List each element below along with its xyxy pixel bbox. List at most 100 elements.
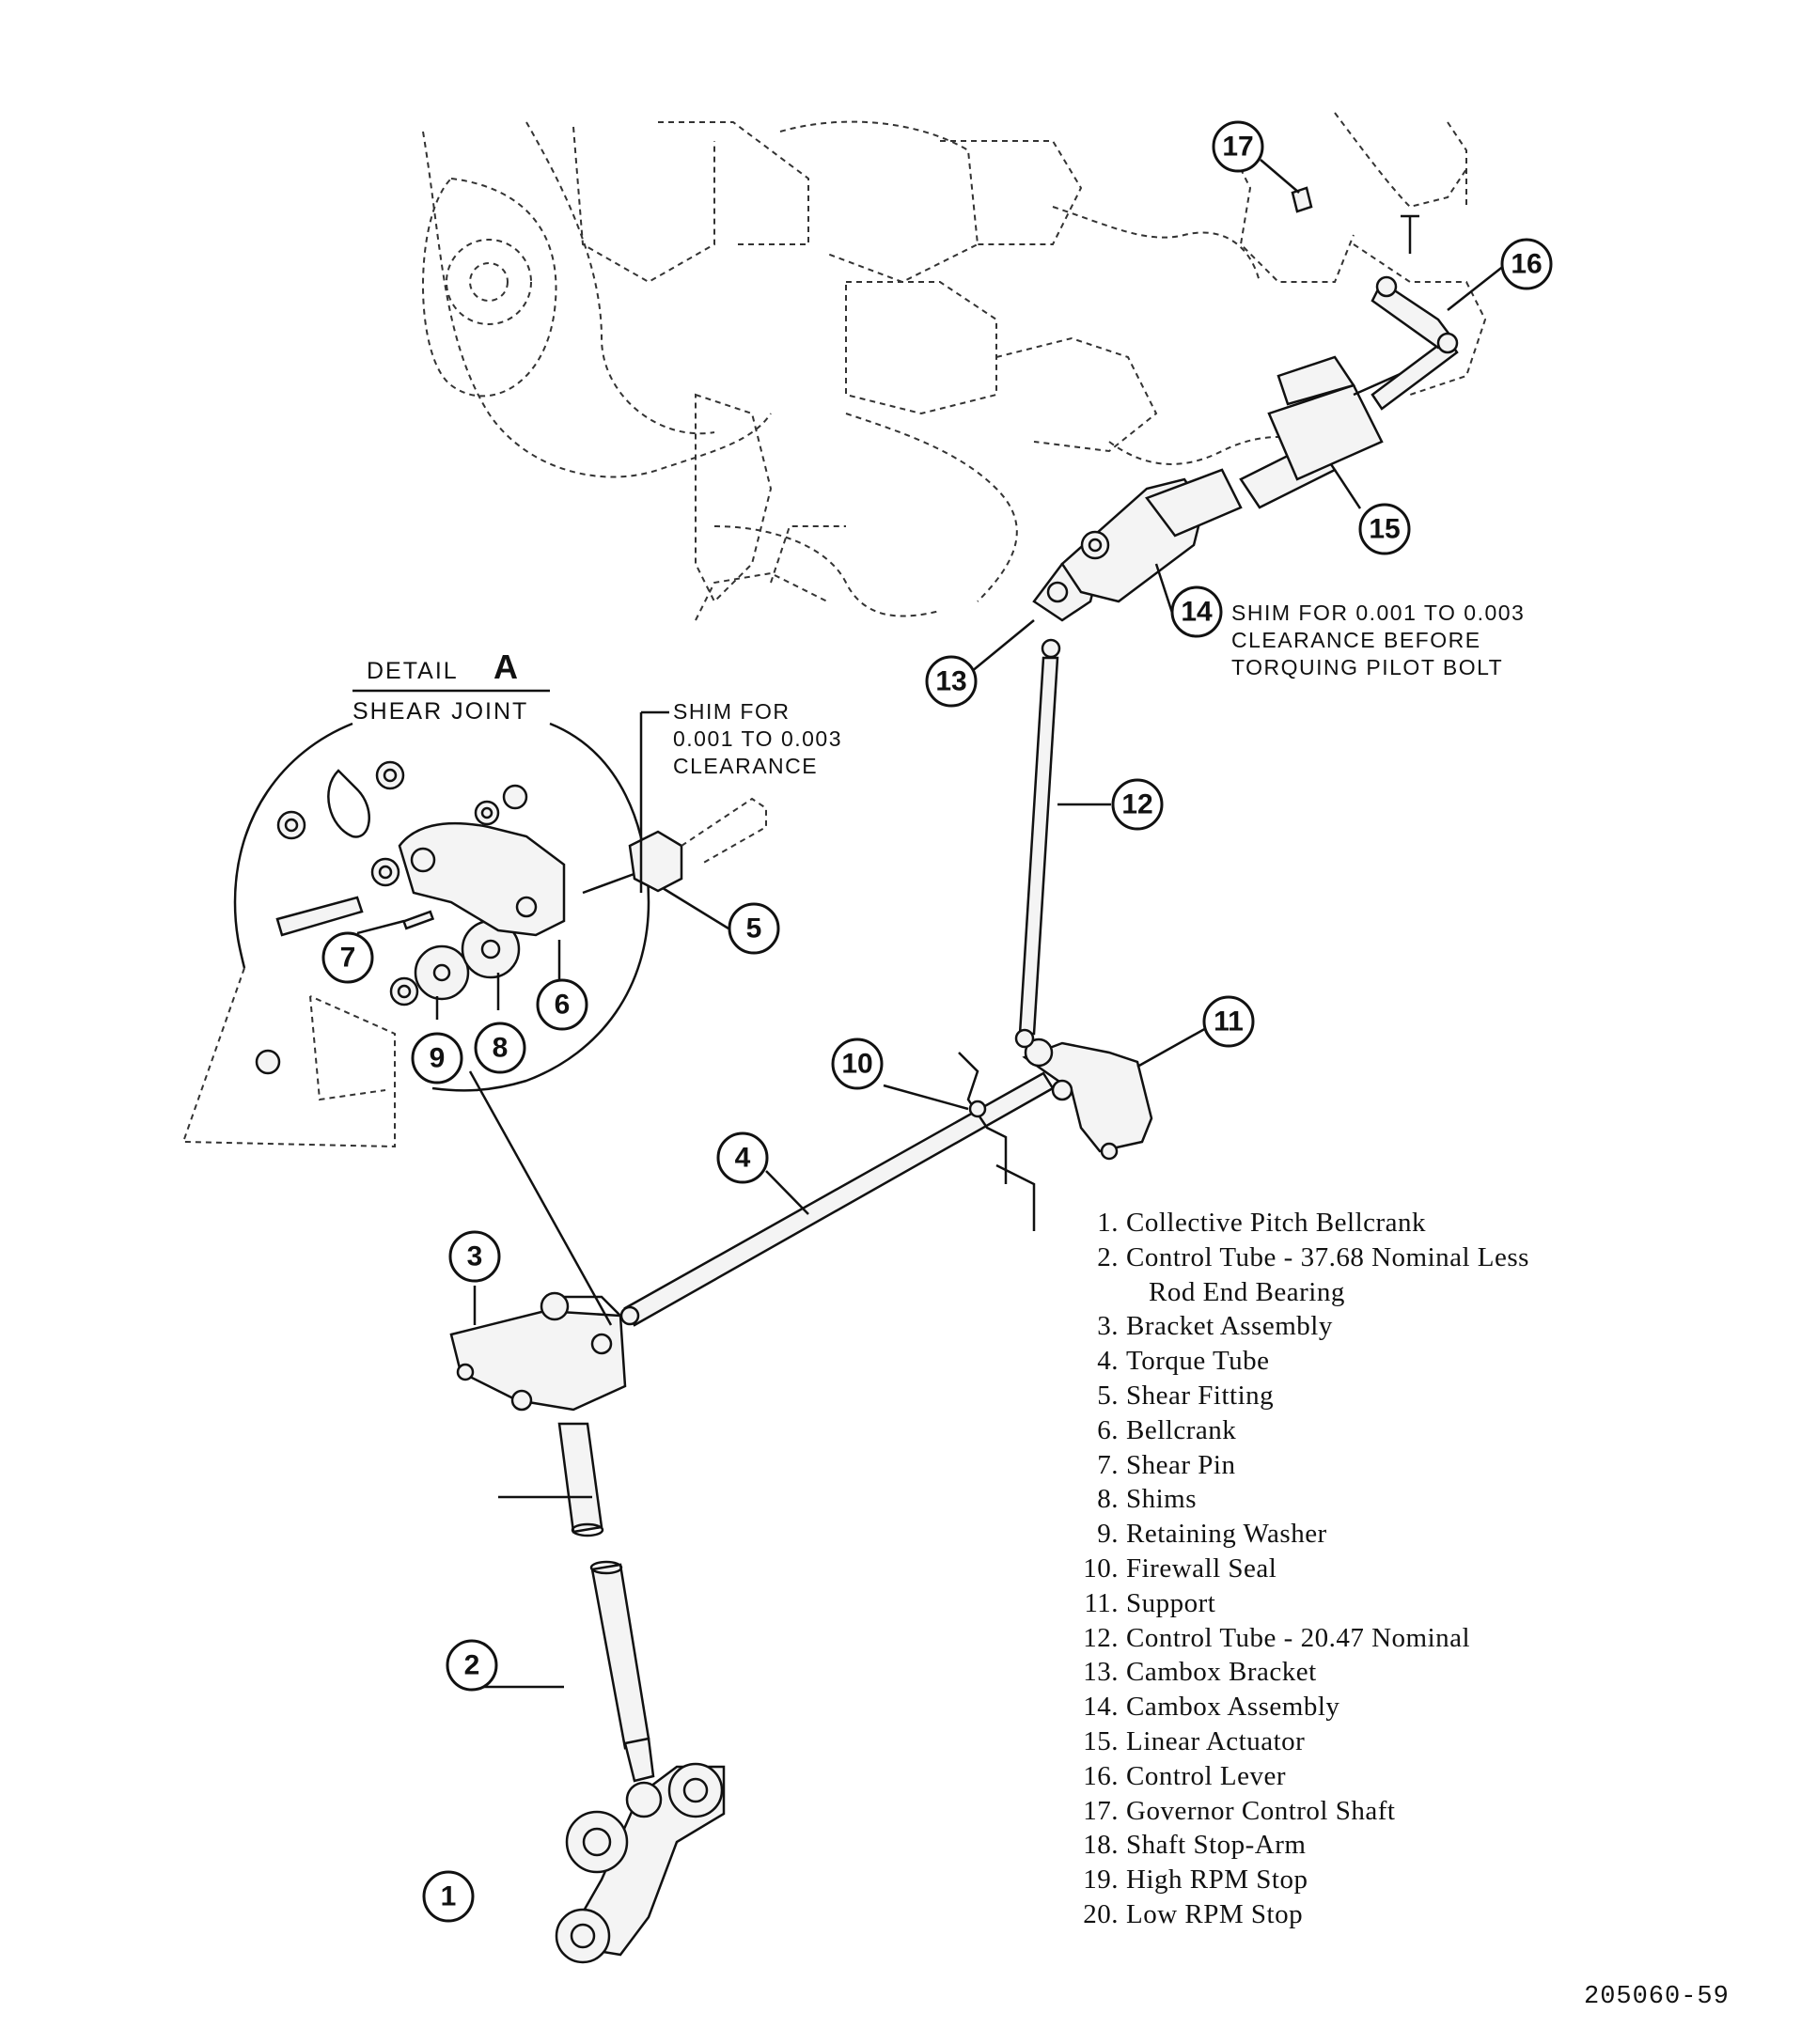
legend-item: 7Shear Pin	[1081, 1448, 1529, 1483]
legend-item-number: 17	[1081, 1794, 1119, 1829]
legend-item-text: Torque Tube	[1126, 1346, 1270, 1377]
legend-item: 19High RPM Stop	[1081, 1863, 1529, 1897]
legend-item-number: 1	[1081, 1206, 1119, 1240]
callout-11: 11	[1202, 995, 1255, 1048]
legend-item-number: 8	[1081, 1482, 1119, 1517]
bracket-assembly	[449, 1291, 627, 1412]
collective-pitch-bellcrank	[555, 1762, 726, 1964]
shim-note-cambox: SHIM FOR 0.001 TO 0.003 CLEARANCE BEFORE…	[1231, 601, 1525, 679]
legend-item-number: 19	[1081, 1863, 1119, 1897]
legend-item-text: Shear Fitting	[1126, 1380, 1275, 1411]
engine-phantom-outline	[422, 112, 1487, 621]
svg-text:4: 4	[735, 1143, 751, 1174]
legend-item-number: 4	[1081, 1344, 1119, 1379]
legend-item: 8Shims	[1081, 1482, 1529, 1517]
legend-item: 16Control Lever	[1081, 1759, 1529, 1794]
callout-2: 2	[446, 1639, 498, 1692]
detail-a: DETAIL A SHEAR JOINT	[181, 648, 767, 1148]
legend-item: 10Firewall Seal	[1081, 1552, 1529, 1586]
legend-item: 3Bracket Assembly	[1081, 1309, 1529, 1344]
callout-8: 8	[474, 1022, 526, 1074]
legend-item: 13Cambox Bracket	[1081, 1655, 1529, 1690]
legend-item-number: 2	[1081, 1240, 1119, 1275]
svg-text:15: 15	[1369, 514, 1400, 545]
callout-6: 6	[536, 978, 588, 1031]
legend-item-number: 20	[1081, 1897, 1119, 1932]
legend-item-number: 5	[1081, 1379, 1119, 1413]
legend-item-text: Firewall Seal	[1126, 1553, 1277, 1584]
svg-text:11: 11	[1214, 1006, 1244, 1038]
legend-item-number: 14	[1081, 1690, 1119, 1724]
svg-text:SHIM FOR 0.001 TO 0.003: SHIM FOR 0.001 TO 0.003	[1231, 601, 1525, 625]
svg-text:2: 2	[464, 1650, 480, 1681]
svg-text:1: 1	[441, 1881, 457, 1912]
legend-item-number: 18	[1081, 1828, 1119, 1863]
legend-item-text: High RPM Stop	[1126, 1865, 1308, 1896]
legend-item: 4Torque Tube	[1081, 1344, 1529, 1379]
legend-item-text: Bracket Assembly	[1126, 1311, 1333, 1342]
shim-note-detail: SHIM FOR 0.001 TO 0.003 CLEARANCE	[673, 699, 842, 778]
legend-item-text: Support	[1126, 1587, 1216, 1618]
legend-item-number: 3	[1081, 1309, 1119, 1344]
svg-text:CLEARANCE BEFORE: CLEARANCE BEFORE	[1231, 628, 1481, 652]
legend-item: 17Governor Control Shaft	[1081, 1794, 1529, 1829]
callout-9: 9	[411, 1032, 463, 1084]
legend-item-text: Low RPM Stop	[1126, 1898, 1304, 1929]
legend-item: 12Control Tube - 20.47 Nominal	[1081, 1621, 1529, 1656]
legend-item: 5Shear Fitting	[1081, 1379, 1529, 1413]
control-tube-upper	[1014, 638, 1061, 1049]
legend-item-number: 13	[1081, 1655, 1119, 1690]
legend-item-text: Control Tube - 20.47 Nominal	[1126, 1622, 1471, 1653]
control-tube-lower	[557, 1422, 655, 1783]
svg-text:9: 9	[430, 1043, 446, 1074]
detail-title: DETAIL	[367, 658, 459, 684]
control-lever	[1371, 214, 1459, 411]
legend-item: 11Support	[1081, 1586, 1529, 1621]
svg-text:0.001 TO 0.003: 0.001 TO 0.003	[673, 726, 842, 751]
legend-item: 6Bellcrank	[1081, 1413, 1529, 1448]
svg-text:SHIM FOR: SHIM FOR	[673, 699, 790, 724]
legend-item: 20Low RPM Stop	[1081, 1897, 1529, 1932]
legend-item-text: Retaining Washer	[1126, 1519, 1327, 1550]
svg-text:3: 3	[467, 1241, 483, 1272]
svg-text:7: 7	[340, 943, 356, 974]
svg-text:16: 16	[1511, 249, 1542, 280]
legend-item-text: Control Tube - 37.68 Nominal Less	[1126, 1241, 1529, 1272]
callout-13: 13	[925, 655, 978, 708]
legend-item-text: Governor Control Shaft	[1126, 1795, 1396, 1826]
support	[1022, 1038, 1153, 1161]
legend-item-number: 16	[1081, 1759, 1119, 1794]
cambox-assembly	[1060, 468, 1243, 603]
legend-item-text: Cambox Bracket	[1126, 1657, 1317, 1688]
legend-item-text: Collective Pitch Bellcrank	[1126, 1208, 1427, 1238]
parts-legend: 1Collective Pitch Bellcrank2Control Tube…	[1081, 1206, 1529, 1932]
detail-subtitle: SHEAR JOINT	[352, 698, 528, 725]
callout-14: 14	[1170, 585, 1223, 638]
svg-text:CLEARANCE: CLEARANCE	[673, 754, 818, 778]
callout-15: 15	[1358, 503, 1411, 555]
svg-text:10: 10	[841, 1049, 872, 1080]
svg-text:17: 17	[1222, 132, 1253, 163]
svg-text:5: 5	[746, 913, 762, 944]
legend-item-number: 9	[1081, 1517, 1119, 1552]
legend-item: 9Retaining Washer	[1081, 1517, 1529, 1552]
legend-item-number: 7	[1081, 1448, 1119, 1483]
legend-item-text: Control Lever	[1126, 1760, 1286, 1791]
legend-item: 15Linear Actuator	[1081, 1724, 1529, 1759]
callout-1: 1	[422, 1870, 475, 1923]
callout-10: 10	[831, 1038, 884, 1090]
callout-7: 7	[321, 931, 374, 984]
callout-3: 3	[448, 1230, 501, 1283]
svg-text:8: 8	[493, 1033, 509, 1064]
svg-text:12: 12	[1121, 789, 1152, 820]
legend-item: 14Cambox Assembly	[1081, 1690, 1529, 1724]
legend-item-continuation: Rod End Bearing	[1149, 1276, 1345, 1307]
callout-16: 16	[1500, 238, 1553, 290]
legend-item-text: Shaft Stop-Arm	[1126, 1830, 1307, 1861]
callout-4: 4	[716, 1131, 769, 1184]
legend-item-text: Linear Actuator	[1126, 1725, 1306, 1756]
legend-item-number: 10	[1081, 1552, 1119, 1586]
torque-tube	[619, 1071, 1055, 1327]
legend-item-text: Shims	[1126, 1484, 1198, 1515]
